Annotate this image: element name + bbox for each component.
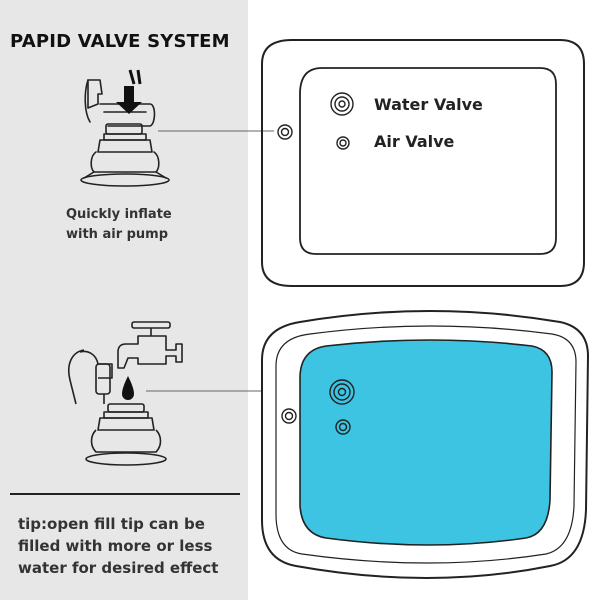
edge-valve-icon (277, 124, 293, 140)
page-title: PAPID VALVE SYSTEM (10, 31, 230, 52)
water-drop-icon (122, 376, 134, 400)
water-valve-label: Water Valve (374, 95, 483, 114)
divider (10, 493, 240, 495)
water-tap-icon (117, 321, 183, 369)
air-valve-icon (336, 136, 350, 150)
caption-line: with air pump (66, 227, 169, 242)
water-valve-icon-filled (329, 379, 355, 405)
tip-line: tip:open fill tip can be (18, 515, 205, 533)
edge-valve-icon-bottom (281, 408, 297, 424)
caption-line: Quickly inflate (66, 207, 172, 222)
fill-valve-icon (68, 349, 167, 466)
tip-line: water for desired effect (18, 559, 219, 577)
tip-line: filled with more or less (18, 537, 213, 555)
air-valve-label: Air Valve (374, 132, 455, 151)
air-valve-icon-filled (335, 419, 351, 435)
down-arrow-icon (116, 69, 142, 114)
water-area (299, 339, 553, 546)
tip-text: tip:open fill tip can be filled with mor… (18, 513, 243, 579)
mat-top-outline (261, 39, 585, 287)
inflate-caption: Quickly inflate with air pump (66, 205, 226, 245)
air-pump-icon (80, 79, 170, 187)
water-valve-icon (330, 92, 354, 116)
